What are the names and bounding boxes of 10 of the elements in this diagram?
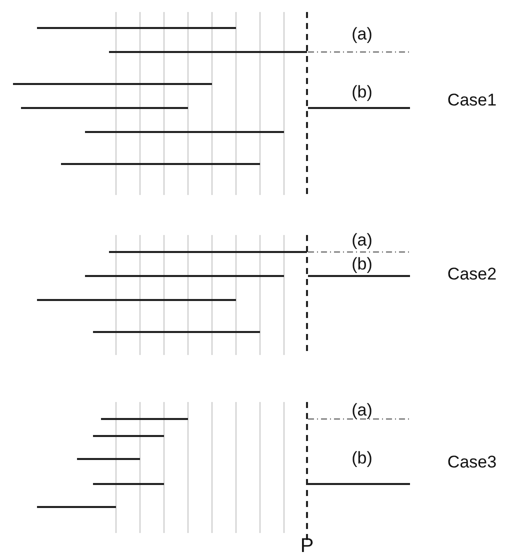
case-label: (b) [352, 256, 372, 272]
case-title: Case3 [447, 454, 497, 470]
case-label: (b) [352, 450, 372, 466]
case-title: Case1 [447, 92, 497, 108]
case-title: Case2 [447, 266, 497, 282]
case-label: (a) [352, 402, 372, 418]
case-label: (a) [352, 26, 372, 42]
point-label: P [300, 536, 314, 556]
case-label: (a) [352, 232, 372, 248]
case-label: (b) [352, 84, 372, 100]
